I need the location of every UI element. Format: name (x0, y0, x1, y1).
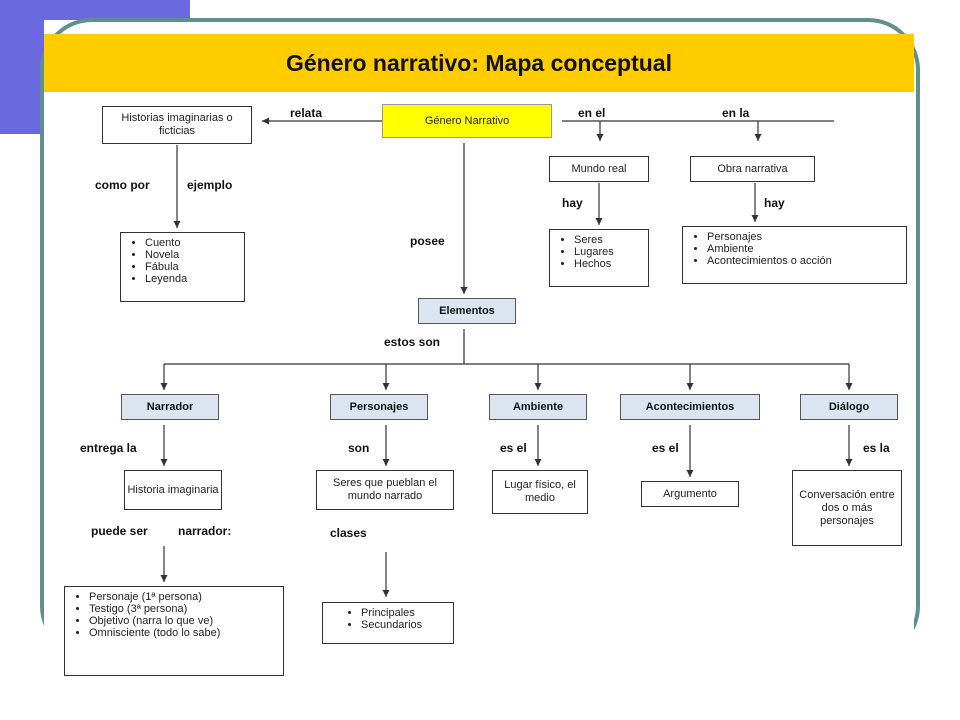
list-item: Testigo (3ª persona) (89, 603, 277, 615)
list-item: Novela (145, 249, 238, 261)
node-narrador: Narrador (121, 394, 219, 420)
list-item: Personaje (1ª persona) (89, 591, 277, 603)
diagram-area: Género Narrativo Historias imaginarias o… (44, 94, 914, 676)
list-item: Fábula (145, 261, 238, 273)
edge-label-como-por: como por (95, 178, 150, 192)
node-dialogo: Diálogo (800, 394, 898, 420)
node-genero-narrativo: Género Narrativo (382, 104, 552, 138)
list-item: Personajes (707, 231, 900, 243)
edge-label-posee: posee (410, 234, 445, 248)
concept-map: Género narrativo: Mapa conceptual (44, 34, 914, 676)
edge-label-ejemplo: ejemplo (187, 178, 233, 192)
edge-label-son: son (348, 441, 370, 455)
node-historia-imaginaria: Historia imaginaria (124, 470, 222, 510)
edge-label-hay-1: hay (562, 196, 583, 210)
node-historias: Historias imaginarias o ficticias (102, 106, 252, 144)
list-mundo-real: Seres Lugares Hechos (549, 229, 649, 287)
edge-label-en-la: en la (722, 106, 750, 120)
list-item: Hechos (574, 258, 642, 270)
edge-label-estos-son: estos son (384, 335, 441, 349)
list-item: Objetivo (narra lo que ve) (89, 615, 277, 627)
edge-label-hay-2: hay (764, 196, 785, 210)
list-item: Omnisciente (todo lo sabe) (89, 627, 277, 639)
list-ejemplos: Cuento Novela Fábula Leyenda (120, 232, 245, 302)
list-clases: Principales Secundarios (322, 602, 454, 644)
edge-label-en-el: en el (578, 106, 606, 120)
connector-lines (160, 117, 853, 597)
node-obra-narrativa: Obra narrativa (690, 156, 815, 182)
node-acontecimientos: Acontecimientos (620, 394, 760, 420)
node-seres-que-pueblan: Seres que pueblan el mundo narrado (316, 470, 454, 510)
node-ambiente: Ambiente (489, 394, 587, 420)
edge-label-puede-ser: puede ser (91, 524, 148, 538)
page-title: Género narrativo: Mapa conceptual (44, 34, 914, 92)
node-mundo-real: Mundo real (549, 156, 649, 182)
node-elementos: Elementos (418, 298, 516, 324)
edge-label-es-el-1: es el (500, 441, 527, 455)
decorative-bar (0, 126, 46, 134)
edge-label-es-la: es la (863, 441, 890, 455)
list-obra: Personajes Ambiente Acontecimientos o ac… (682, 226, 907, 284)
node-argumento: Argumento (641, 481, 739, 507)
node-personajes: Personajes (330, 394, 428, 420)
node-conversacion: Conversación entre dos o más personajes (792, 470, 902, 546)
list-item: Leyenda (145, 273, 238, 285)
edge-label-es-el-2: es el (652, 441, 679, 455)
list-item: Lugares (574, 246, 642, 258)
list-item: Ambiente (707, 243, 900, 255)
edge-label-clases: clases (330, 526, 367, 540)
list-item: Cuento (145, 237, 238, 249)
list-item: Principales (361, 607, 447, 619)
node-lugar-fisico: Lugar físico, el medio (492, 470, 588, 514)
list-narrador-tipos: Personaje (1ª persona) Testigo (3ª perso… (64, 586, 284, 676)
list-item: Secundarios (361, 619, 447, 631)
edge-label-relata: relata (290, 106, 323, 120)
edge-label-narrador: narrador: (178, 524, 232, 538)
list-item: Seres (574, 234, 642, 246)
edge-label-entrega-la: entrega la (80, 441, 137, 455)
list-item: Acontecimientos o acción (707, 255, 900, 267)
